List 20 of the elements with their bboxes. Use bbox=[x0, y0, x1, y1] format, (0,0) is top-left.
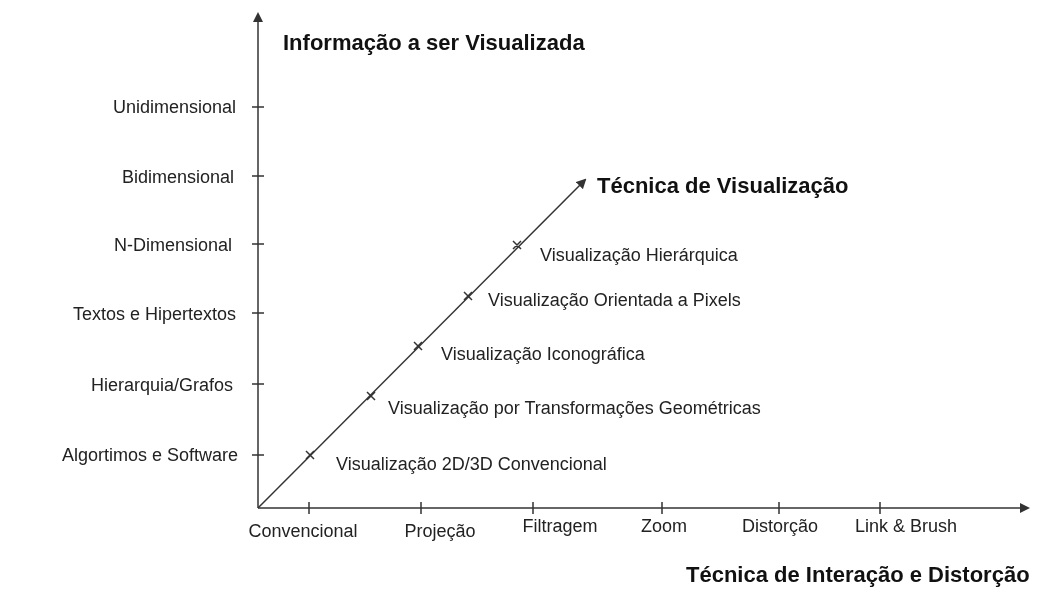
tick-label: Visualização 2D/3D Convencional bbox=[336, 453, 607, 475]
tick-label: Distorção bbox=[742, 515, 819, 537]
tick-label: Zoom bbox=[641, 515, 687, 537]
tick-label: Convencional bbox=[248, 520, 358, 542]
axis-title: Informação a ser Visualizada bbox=[283, 30, 585, 56]
tick-label: Unidimensional bbox=[113, 96, 237, 118]
axis-title: Técnica de Visualização bbox=[597, 173, 849, 199]
tick-label: Visualização Orientada a Pixels bbox=[488, 289, 741, 311]
tick-label: Visualização Iconográfica bbox=[441, 343, 645, 365]
tick-label: Visualização por Transformações Geométricas bbox=[388, 397, 761, 419]
tick-label: Link & Brush bbox=[855, 515, 958, 537]
tick-label: Algortimos e Software bbox=[62, 444, 239, 466]
tick-label: Bidimensional bbox=[122, 166, 235, 188]
tick-label: N-Dimensional bbox=[114, 234, 233, 256]
tick-label: Filtragem bbox=[522, 515, 598, 537]
tick-label: Textos e Hipertextos bbox=[73, 303, 237, 325]
tick-label: Hierarquia/Grafos bbox=[91, 374, 234, 396]
axis-title: Técnica de Interação e Distorção bbox=[686, 562, 1030, 588]
tick-label: Projeção bbox=[404, 520, 476, 542]
tick-label: Visualização Hierárquica bbox=[540, 244, 738, 266]
